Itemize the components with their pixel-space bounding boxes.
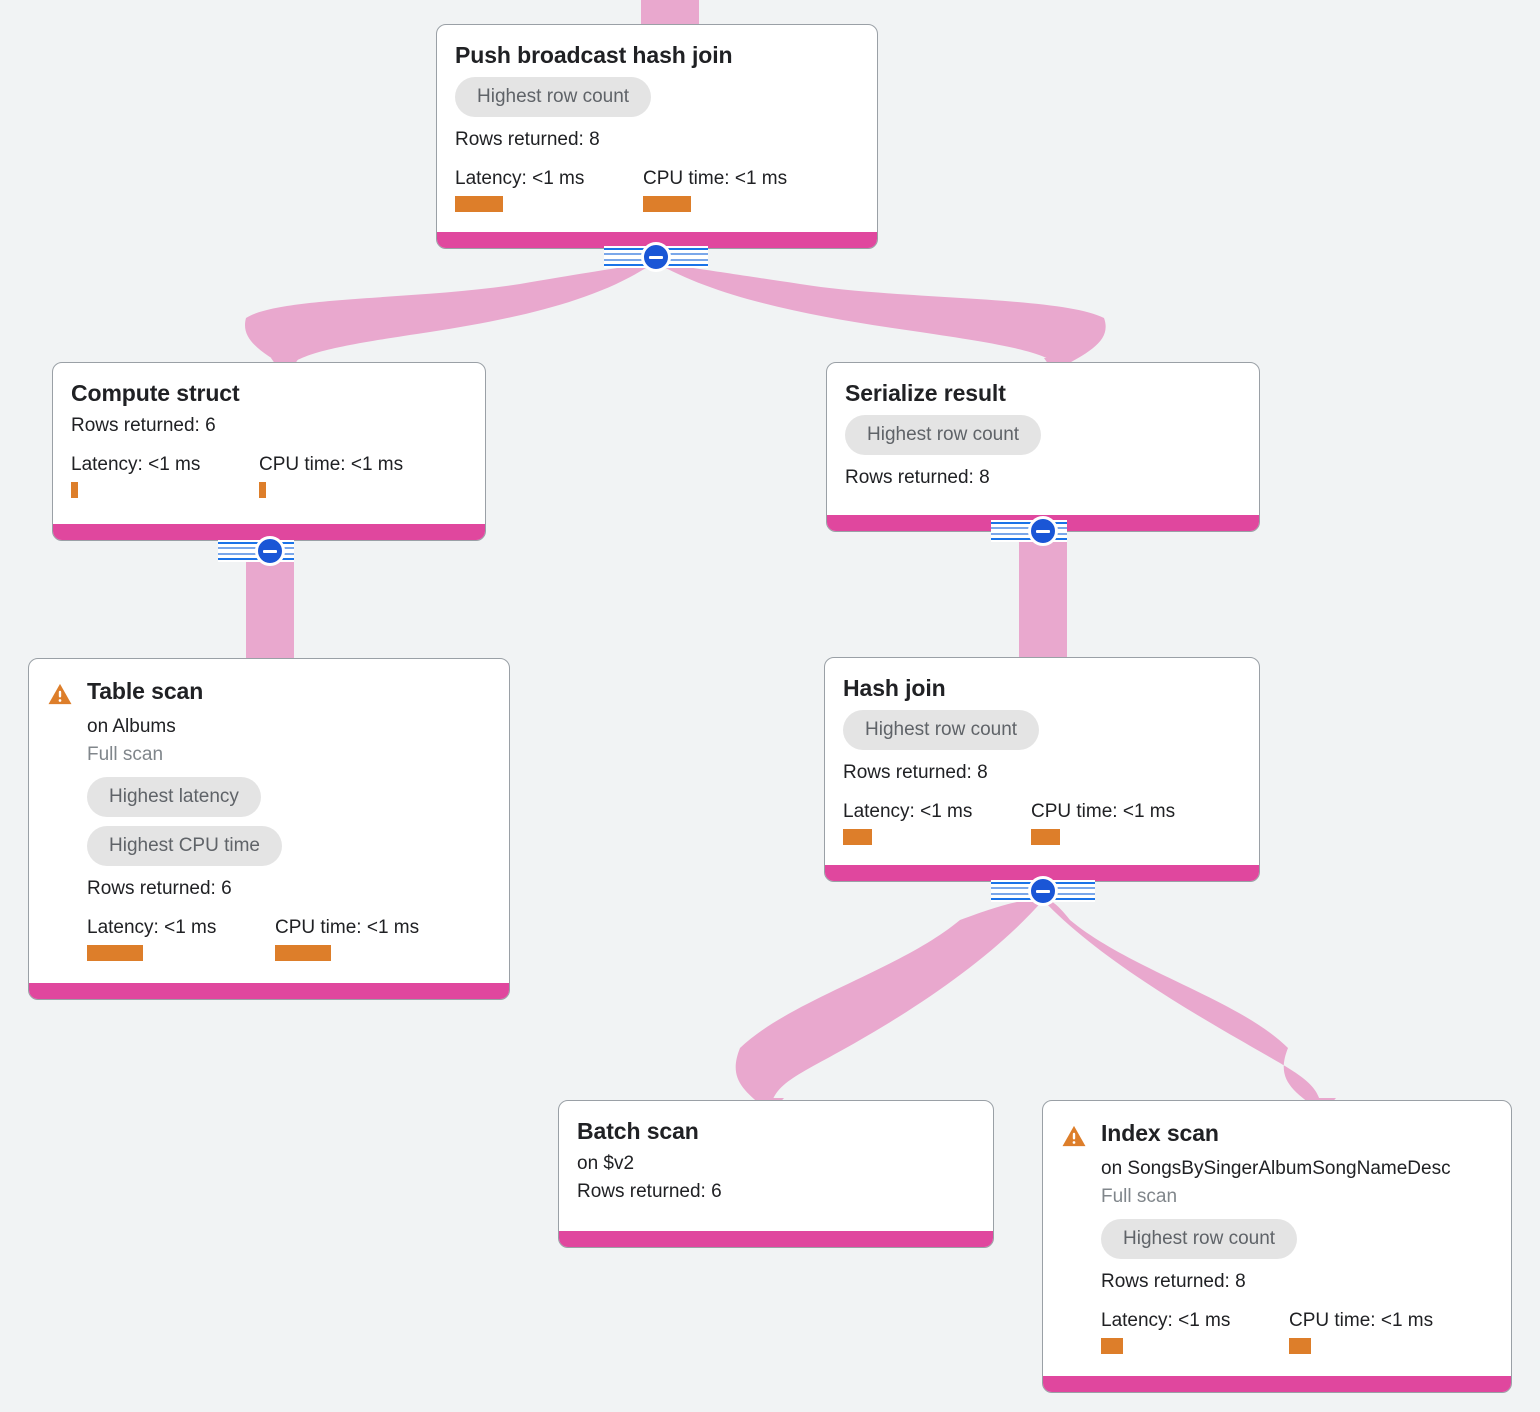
metric-latency: Latency: <1 ms — [71, 453, 259, 498]
node-index-scan[interactable]: Index scan on SongsBySingerAlbumSongName… — [1042, 1100, 1512, 1393]
metrics-row: Latency: <1 ms CPU time: <1 ms — [1101, 1309, 1493, 1354]
rows-returned: Rows returned: 8 — [1101, 1271, 1246, 1293]
cpu-time-bar — [643, 195, 691, 212]
cpu-time-label: CPU time: <1 ms — [275, 916, 420, 938]
edge-serialize-result-to-hash-join — [1019, 530, 1067, 672]
cpu-time-bar — [275, 944, 331, 961]
rows-returned: Rows returned: 6 — [71, 415, 216, 437]
node-hash-join[interactable]: Hash join Highest row count Rows returne… — [824, 657, 1260, 882]
latency-label: Latency: <1 ms — [1101, 1309, 1231, 1331]
warning-icon — [1062, 1125, 1086, 1147]
node-table-scan[interactable]: Table scan on Albums Full scan Highest l… — [28, 658, 510, 1000]
node-batch-scan[interactable]: Batch scan on $v2 Rows returned: 6 — [558, 1100, 994, 1248]
metric-cpu-time: CPU time: <1 ms — [275, 916, 463, 961]
edge-hash-join-to-batch-scan — [735, 899, 1043, 1112]
metric-latency: Latency: <1 ms — [843, 800, 1031, 845]
cpu-time-label: CPU time: <1 ms — [1289, 1309, 1434, 1331]
latency-label: Latency: <1 ms — [71, 454, 201, 476]
cpu-time-label: CPU time: <1 ms — [643, 168, 788, 190]
collapse-toggle-push-broadcast-hash-join[interactable] — [604, 242, 708, 272]
node-title: Compute struct — [71, 380, 240, 406]
node-title: Table scan — [87, 678, 204, 704]
scan-target: on Albums — [87, 716, 176, 737]
metrics-row: Latency: <1 ms CPU time: <1 ms — [71, 453, 467, 498]
cpu-time-bar — [259, 481, 266, 498]
badge-highest-row-count: Highest row count — [455, 77, 652, 118]
metric-cpu-time: CPU time: <1 ms — [1031, 800, 1219, 845]
badge-highest-row-count: Highest row count — [1101, 1219, 1298, 1260]
warning-icon — [48, 683, 72, 705]
node-title: Batch scan — [577, 1118, 699, 1144]
minus-icon — [1028, 876, 1058, 906]
latency-bar — [71, 481, 78, 498]
cpu-time-label: CPU time: <1 ms — [1031, 801, 1176, 823]
scan-type: Full scan — [1101, 1185, 1178, 1207]
metrics-row: Latency: <1 ms CPU time: <1 ms — [455, 167, 859, 212]
latency-bar — [1101, 1337, 1123, 1354]
node-compute-struct[interactable]: Compute struct Rows returned: 6 Latency:… — [52, 362, 486, 541]
minus-icon — [255, 536, 285, 566]
node-footer-bar — [437, 231, 877, 248]
node-title: Push broadcast hash join — [455, 42, 733, 68]
node-title: Index scan — [1101, 1120, 1219, 1146]
node-footer-bar — [29, 982, 509, 999]
badge-highest-row-count: Highest row count — [843, 710, 1040, 751]
latency-bar — [87, 944, 143, 961]
node-title: Hash join — [843, 675, 946, 701]
collapse-toggle-serialize-result[interactable] — [991, 516, 1095, 546]
rows-returned: Rows returned: 8 — [843, 762, 988, 784]
minus-icon — [641, 242, 671, 272]
metric-latency: Latency: <1 ms — [455, 167, 643, 212]
latency-bar — [843, 828, 872, 845]
node-footer-bar — [53, 523, 485, 540]
scan-target: on $v2 — [577, 1153, 635, 1175]
badge-highest-latency: Highest latency — [87, 777, 261, 818]
scan-type: Full scan — [87, 743, 164, 765]
cpu-time-bar — [1289, 1337, 1311, 1354]
metric-latency: Latency: <1 ms — [87, 916, 275, 961]
badge-highest-row-count: Highest row count — [845, 415, 1042, 456]
metric-cpu-time: CPU time: <1 ms — [1289, 1309, 1477, 1354]
node-footer-bar — [825, 864, 1259, 881]
badge-highest-cpu-time: Highest CPU time — [87, 826, 282, 867]
rows-returned: Rows returned: 6 — [87, 878, 232, 900]
edge-root-to-compute-struct — [245, 262, 656, 368]
cpu-time-bar — [1031, 828, 1060, 845]
latency-label: Latency: <1 ms — [455, 168, 585, 190]
edge-hash-join-to-index-scan — [1043, 899, 1322, 1112]
rows-returned: Rows returned: 6 — [577, 1180, 722, 1202]
latency-label: Latency: <1 ms — [843, 801, 973, 823]
edge-root-to-serialize-result — [655, 262, 1106, 368]
metric-cpu-time: CPU time: <1 ms — [259, 453, 447, 498]
edge-compute-struct-to-table-scan — [246, 552, 294, 672]
node-serialize-result[interactable]: Serialize result Highest row count Rows … — [826, 362, 1260, 533]
metric-latency: Latency: <1 ms — [1101, 1309, 1289, 1354]
node-footer-bar — [559, 1230, 993, 1247]
rows-returned: Rows returned: 8 — [455, 129, 600, 151]
minus-icon — [1028, 516, 1058, 546]
metrics-row: Latency: <1 ms CPU time: <1 ms — [87, 916, 491, 961]
node-title: Serialize result — [845, 380, 1006, 406]
node-push-broadcast-hash-join[interactable]: Push broadcast hash join Highest row cou… — [436, 24, 878, 249]
cpu-time-label: CPU time: <1 ms — [259, 454, 404, 476]
node-footer-bar — [1043, 1375, 1511, 1392]
collapse-toggle-hash-join[interactable] — [991, 876, 1095, 906]
metrics-row: Latency: <1 ms CPU time: <1 ms — [843, 800, 1241, 845]
rows-returned: Rows returned: 8 — [845, 467, 990, 489]
latency-bar — [455, 195, 503, 212]
metric-cpu-time: CPU time: <1 ms — [643, 167, 831, 212]
latency-label: Latency: <1 ms — [87, 916, 217, 938]
scan-target: on SongsBySingerAlbumSongNameDesc — [1101, 1158, 1451, 1179]
collapse-toggle-compute-struct[interactable] — [218, 536, 322, 566]
